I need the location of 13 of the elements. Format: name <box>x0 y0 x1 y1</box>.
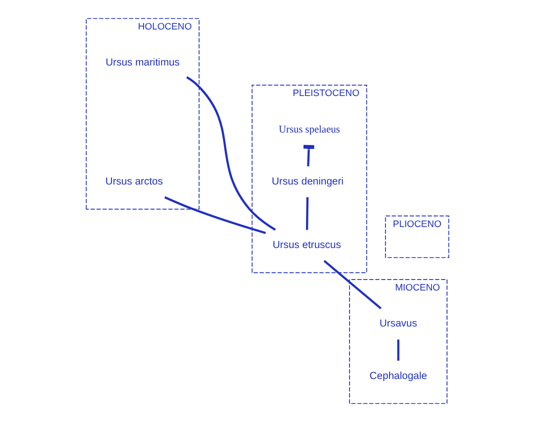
connector <box>186 76 276 231</box>
node-text: Ursus deningeri <box>271 176 344 188</box>
connector <box>305 197 308 230</box>
node-text: Ursavus <box>379 318 417 330</box>
node-text: Cephalogale <box>369 370 427 382</box>
connector <box>396 340 399 361</box>
connector <box>164 196 266 234</box>
node-box: PLIOCENO <box>384 216 449 258</box>
node-text: Ursus arctos <box>104 176 162 188</box>
node-text: Ursus maritimus <box>105 58 180 69</box>
connector <box>323 260 382 310</box>
node-text: Ursus etruscus <box>272 240 341 251</box>
node-text: Ursus spelaeus <box>278 124 340 136</box>
